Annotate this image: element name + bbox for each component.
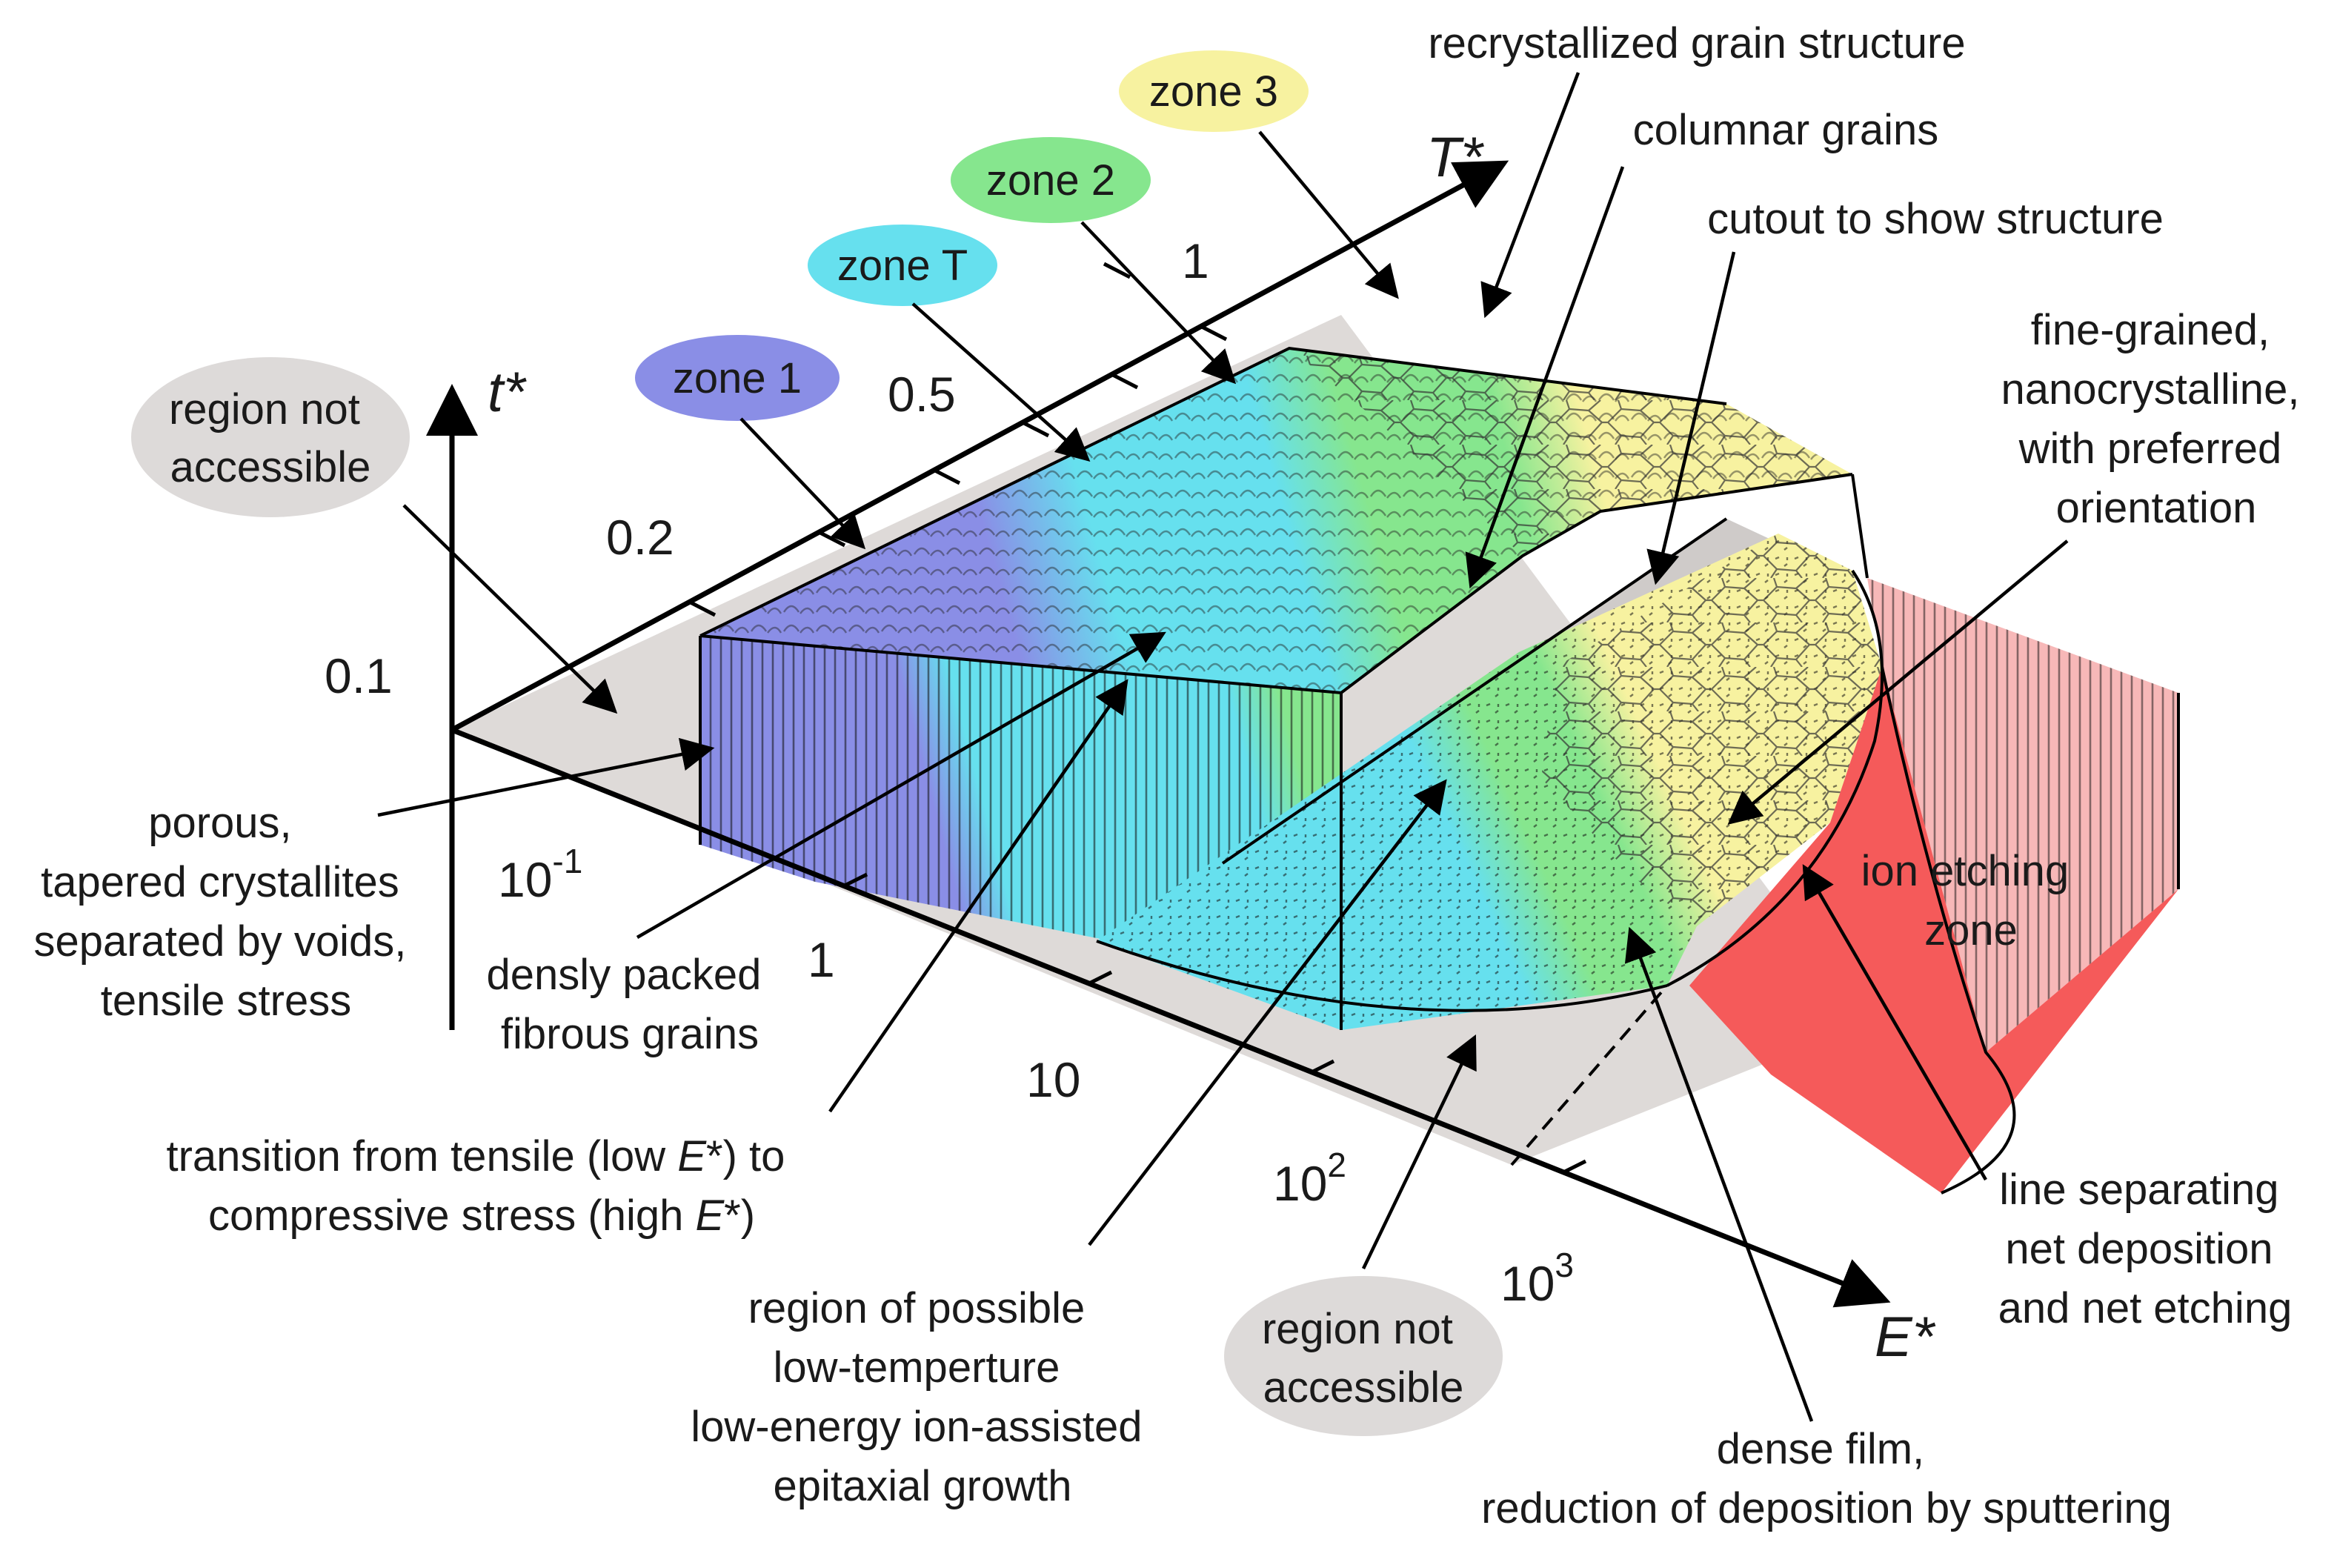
region-not-accessible-bottom: region not accessible: [1262, 1305, 1465, 1412]
line-separating-label: line separating net deposition and net e…: [1998, 1166, 2293, 1332]
zone2-bubble: [951, 137, 1151, 223]
t-tick-1: 1: [1182, 233, 1209, 288]
t-tick-0.2: 0.2: [606, 510, 674, 565]
e-tick-1: 1: [808, 932, 835, 987]
e-tick-2: 10: [1026, 1052, 1080, 1107]
t-tick-0.5: 0.5: [888, 367, 956, 422]
zone3-grains-top: [1289, 348, 1852, 556]
T-axis: [451, 160, 1509, 733]
t-tick-0.1: 0.1: [325, 648, 393, 703]
ion-etching-zone: [1689, 667, 2178, 1193]
region-not-accessible-top-bubble: [131, 357, 410, 517]
densely-packed-label: densly packed fibrous grains: [487, 951, 774, 1058]
e-tick-0: 10-1: [498, 842, 582, 907]
leader-lines: [377, 72, 2069, 1422]
dense-film-label: dense film, reduction of deposition by s…: [1481, 1425, 2172, 1532]
dashed-boundary: [1510, 984, 1669, 1166]
porous-label: porous, tapered crystallites separated b…: [33, 799, 418, 1025]
region-not-accessible-bottom-bubble: [1224, 1276, 1503, 1436]
e-tick-3: 102: [1273, 1146, 1346, 1211]
E-axis-ticks: [843, 872, 1587, 1175]
ion-etching-back-texture: [1867, 578, 2178, 1052]
zone3-bubble: [1119, 50, 1309, 132]
zone3-grains-cut: [1541, 534, 1882, 926]
transition-label: transition from tensile (low E*) to comp…: [167, 1132, 797, 1240]
zone2-label: zone 2: [986, 156, 1115, 205]
zone1-label: zone 1: [673, 354, 802, 402]
fine-grained-label: fine-grained, nanocrystalline, with pref…: [2001, 306, 2311, 532]
zoneT-label: zone T: [837, 242, 968, 290]
low-temp-epitaxy-label: region of possible low-temperture low-en…: [691, 1284, 1154, 1510]
T-axis-label: T*: [1426, 126, 1484, 189]
region-not-accessible-top: region not accessible: [169, 385, 372, 491]
e-tick-4: 103: [1500, 1246, 1574, 1311]
E-axis: [451, 727, 1891, 1308]
recrystallized-label: recrystallized grain structure: [1428, 19, 1965, 67]
etch-boundary: [1881, 666, 2180, 1195]
cutout-label: cutout to show structure: [1707, 195, 2164, 243]
E-axis-label: E*: [1875, 1306, 1936, 1369]
zone1-bubble: [635, 335, 840, 421]
ion-etching-label: ion etching zone: [1861, 847, 2081, 954]
zone3-label: zone 3: [1149, 67, 1278, 116]
columnar-label: columnar grains: [1633, 106, 1939, 154]
t-axis-label: t*: [488, 361, 527, 424]
zoneT-bubble: [808, 225, 997, 306]
